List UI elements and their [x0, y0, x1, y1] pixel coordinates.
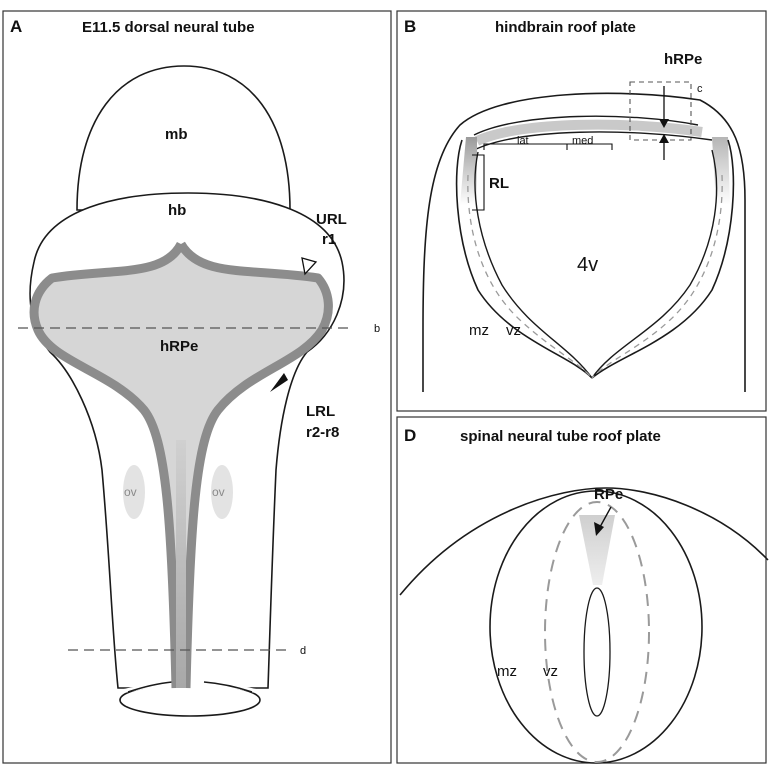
label-section-d: d	[300, 645, 306, 657]
label-mz-b: mz	[469, 322, 489, 339]
label-rpe: RPe	[594, 486, 623, 503]
panel-d: D spinal neural tube roof plate RPe mz v…	[397, 417, 768, 763]
panel-b: B hindbrain roof plate c hRPe	[397, 11, 766, 411]
panel-b-title: hindbrain roof plate	[495, 19, 636, 36]
label-4v: 4v	[577, 254, 598, 276]
label-r2-r8: r2-r8	[306, 424, 339, 441]
label-r1: r1	[322, 231, 336, 248]
panel-a: A E11.5 dorsal neural tube mb hb URL r1 …	[3, 11, 391, 763]
label-mz-d: mz	[497, 663, 517, 680]
label-vz-b: vz	[506, 322, 521, 339]
mz-vz-boundary-left	[468, 175, 592, 378]
roof-plate-stem	[176, 440, 186, 688]
panel-d-letter: D	[404, 426, 416, 445]
label-inset-c: c	[697, 83, 703, 95]
label-url: URL	[316, 211, 347, 228]
label-section-b: b	[374, 323, 380, 335]
label-rl: RL	[489, 175, 509, 192]
rhombic-lip-right-shade	[712, 137, 730, 205]
wall-right-inner	[592, 150, 717, 378]
wall-right-outer	[592, 140, 733, 378]
label-ov-right: ov	[212, 485, 225, 499]
label-hrpe: hRPe	[160, 338, 198, 355]
label-lat: lat	[517, 135, 529, 147]
panel-a-letter: A	[10, 17, 22, 36]
panel-d-title: spinal neural tube roof plate	[460, 428, 661, 445]
mz-vz-boundary-right	[592, 175, 722, 378]
panel-b-frame	[397, 11, 766, 411]
panel-a-title: E11.5 dorsal neural tube	[82, 19, 255, 36]
label-med: med	[572, 135, 593, 147]
label-vz-d: vz	[543, 663, 558, 680]
central-canal	[584, 588, 610, 716]
label-mb: mb	[165, 126, 188, 143]
label-ov-left: ov	[124, 485, 137, 499]
rhombic-lip-left-shade	[460, 137, 477, 205]
label-lrl: LRL	[306, 403, 335, 420]
label-hb: hb	[168, 202, 186, 219]
label-hrpe-b: hRPe	[664, 51, 702, 68]
panel-b-letter: B	[404, 17, 416, 36]
